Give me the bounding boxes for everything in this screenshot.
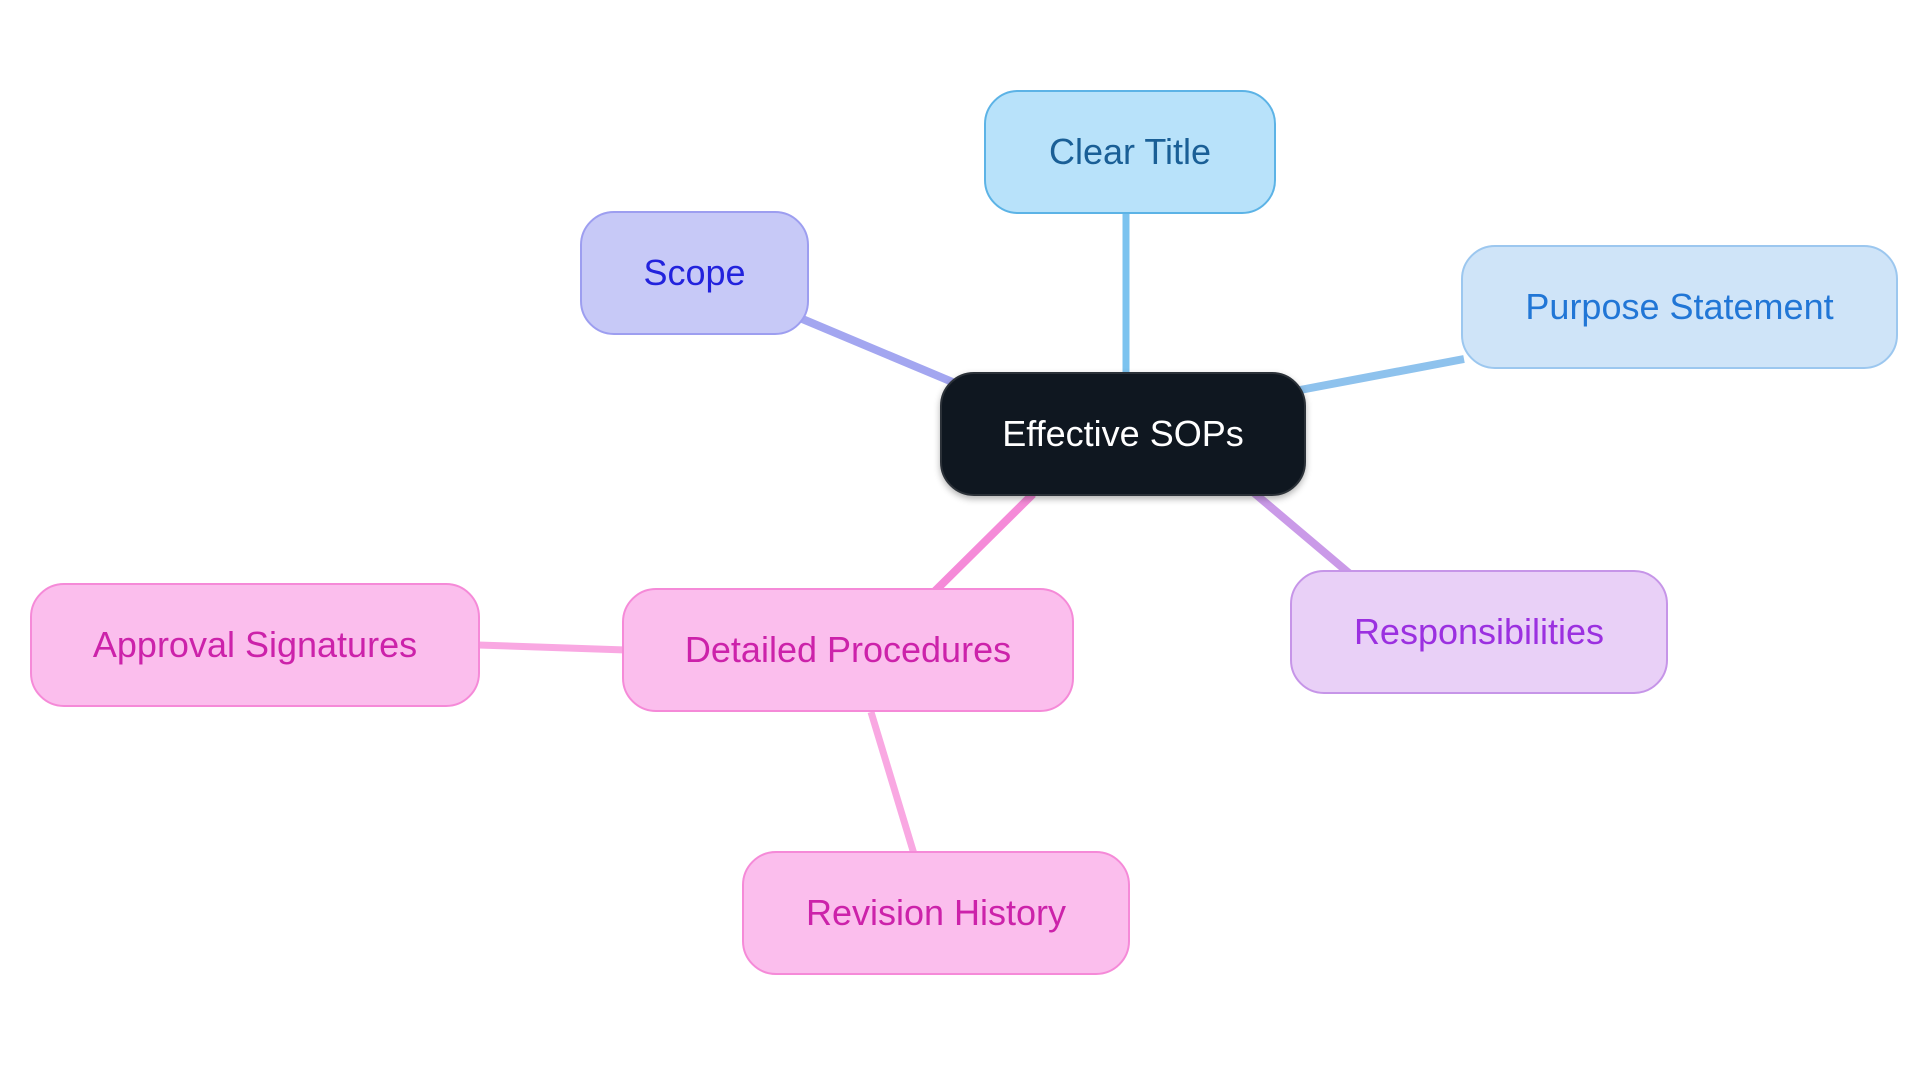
node-purpose-statement[interactable]: Purpose Statement (1461, 245, 1898, 369)
node-purpose-statement-label: Purpose Statement (1525, 286, 1834, 327)
node-scope-label: Scope (643, 252, 746, 293)
node-effective-sops-label: Effective SOPs (1002, 413, 1244, 454)
node-clear-title-label: Clear Title (1048, 131, 1212, 172)
node-scope[interactable]: Scope (580, 211, 809, 335)
edge-purpose-statement-to-root (1299, 355, 1465, 394)
node-revision-history[interactable]: Revision History (742, 851, 1130, 975)
node-responsibilities[interactable]: Responsibilities (1290, 570, 1668, 694)
node-effective-sops-root[interactable]: Effective SOPs (940, 372, 1306, 496)
edge-responsibilities-to-root (1250, 488, 1353, 578)
node-approval-signatures-label: Approval Signatures (92, 624, 418, 665)
edge-revision-history-to-detailed-procedures (867, 710, 918, 856)
node-approval-signatures[interactable]: Approval Signatures (30, 583, 480, 707)
node-revision-history-label: Revision History (805, 892, 1067, 933)
node-responsibilities-label: Responsibilities (1353, 611, 1605, 652)
edge-approval-signatures-to-detailed-procedures (477, 641, 627, 654)
edge-detailed-procedures-to-root (929, 491, 1036, 597)
node-detailed-procedures-label: Detailed Procedures (684, 629, 1012, 670)
node-clear-title[interactable]: Clear Title (984, 90, 1276, 214)
node-detailed-procedures[interactable]: Detailed Procedures (622, 588, 1074, 712)
edge-scope-to-root (798, 314, 964, 390)
